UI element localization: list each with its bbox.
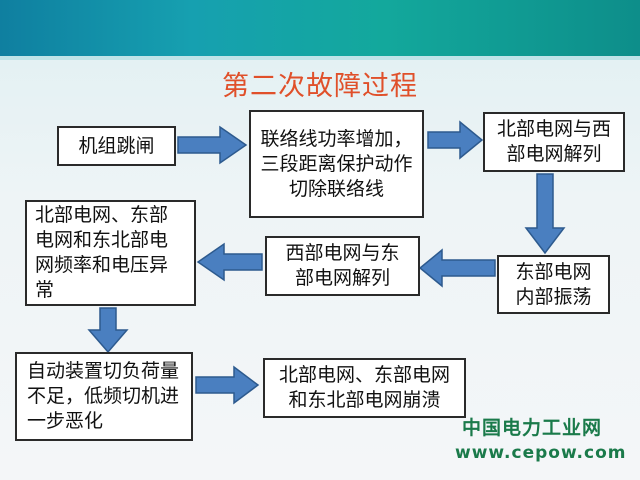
- step-label: 机组跳闸: [78, 134, 155, 157]
- arrow-left-icon: [196, 242, 263, 282]
- step-grid-collapse: 北部电网、东部电网和东北部电网崩溃: [263, 358, 466, 418]
- arrow-right-icon: [427, 120, 484, 160]
- arrow-left-icon: [418, 248, 496, 288]
- arrow-down-icon: [87, 307, 129, 354]
- step-tieline-overload: 联络线功率增加，三段距离保护动作切除联络线: [249, 110, 424, 218]
- header-banner: [0, 0, 640, 60]
- step-label: 北部电网与西部电网解列: [496, 118, 611, 165]
- arrow-down-icon: [524, 173, 566, 255]
- arrow-right-icon: [177, 125, 248, 165]
- watermark-url: www.cepow.com: [455, 443, 627, 463]
- step-label: 西部电网与东部电网解列: [285, 242, 400, 289]
- watermark-name: 中国电力工业网: [462, 417, 603, 439]
- step-east-oscillation: 东部电网内部振荡: [497, 255, 610, 314]
- step-label: 北部电网、东部电网和东北部电网崩溃: [278, 364, 450, 411]
- step-frequency-voltage-abnormal: 北部电网、东部电网和东北部电网频率和电压异常: [25, 200, 196, 306]
- step-load-shedding-insufficient: 自动装置切负荷量不足，低频切机进一步恶化: [15, 352, 193, 441]
- slide-title: 第二次故障过程: [222, 71, 418, 102]
- arrow-right-icon: [195, 365, 260, 405]
- step-label: 联络线功率增加，三段距离保护动作切除联络线: [260, 127, 413, 200]
- step-label: 东部电网内部振荡: [515, 260, 592, 308]
- step-label: 北部电网、东部电网和东北部电网频率和电压异常: [35, 204, 169, 301]
- step-north-west-split: 北部电网与西部电网解列: [483, 112, 625, 172]
- step-label: 自动装置切负荷量不足，低频切机进一步恶化: [27, 360, 180, 432]
- step-west-east-split: 西部电网与东部电网解列: [265, 236, 420, 296]
- step-unit-trip: 机组跳闸: [57, 126, 176, 166]
